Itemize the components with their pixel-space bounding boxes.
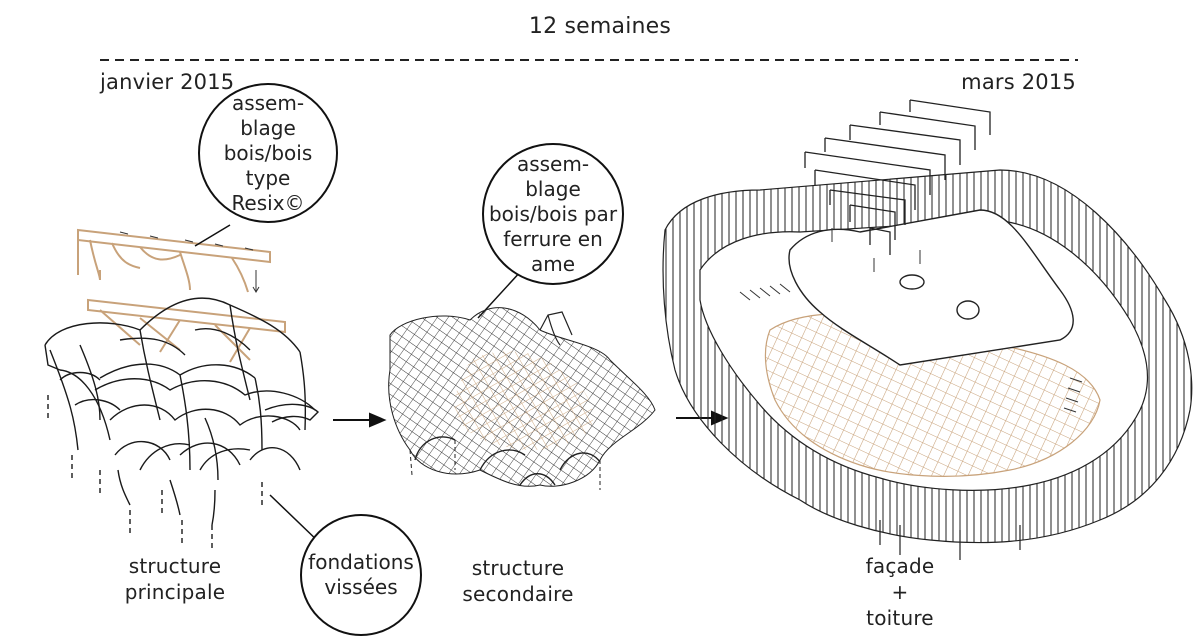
stage-facade-label: façade + toiture — [850, 553, 950, 631]
stage-facade-line: toiture — [866, 606, 934, 630]
callout-ferrure-line: ferrure en — [503, 226, 603, 251]
callout-resix-line: assem- — [231, 90, 305, 115]
stage-principale-line: structure — [128, 554, 222, 578]
callout-ferrure-line: ame — [530, 251, 576, 276]
stage-principale-line: principale — [124, 580, 226, 604]
callout-ferrure-line: blage — [525, 176, 581, 201]
stage-secondaire-label: structure secondaire — [448, 555, 588, 607]
callout-fondations: fondations vissées — [300, 514, 422, 636]
callout-resix-line: Resix© — [231, 190, 305, 215]
callout-resix-line: type — [245, 165, 291, 190]
structure-secondaire-drawing — [388, 307, 656, 490]
callout-fondations-line: fondations — [308, 550, 414, 574]
arrow-right-1 — [333, 412, 387, 428]
structure-principale-drawing — [44, 228, 320, 550]
callout-ferrure: assem- blage bois/bois par ferrure en am… — [482, 143, 624, 285]
duration-label: 12 semaines — [528, 14, 672, 39]
callout-resix-line: blage — [240, 115, 296, 140]
callout-resix-line: bois/bois — [223, 140, 313, 165]
stage-secondaire-line: secondaire — [462, 582, 574, 606]
resix-callout-leader — [194, 224, 231, 247]
stage-facade-line: façade — [865, 554, 935, 578]
callout-resix: assem- blage bois/bois type Resix© — [198, 83, 338, 223]
facade-toiture-drawing — [662, 99, 1193, 560]
stage-principale-label: structure principale — [110, 553, 240, 605]
stage-facade-line: + — [891, 580, 909, 604]
end-date-label: mars 2015 — [961, 70, 1076, 94]
stage-secondaire-line: structure — [471, 556, 565, 580]
callout-fondations-line: vissées — [324, 575, 398, 599]
callout-ferrure-line: assem- — [516, 151, 590, 176]
start-date-label: janvier 2015 — [100, 70, 235, 94]
callout-ferrure-line: bois/bois par — [488, 201, 618, 226]
